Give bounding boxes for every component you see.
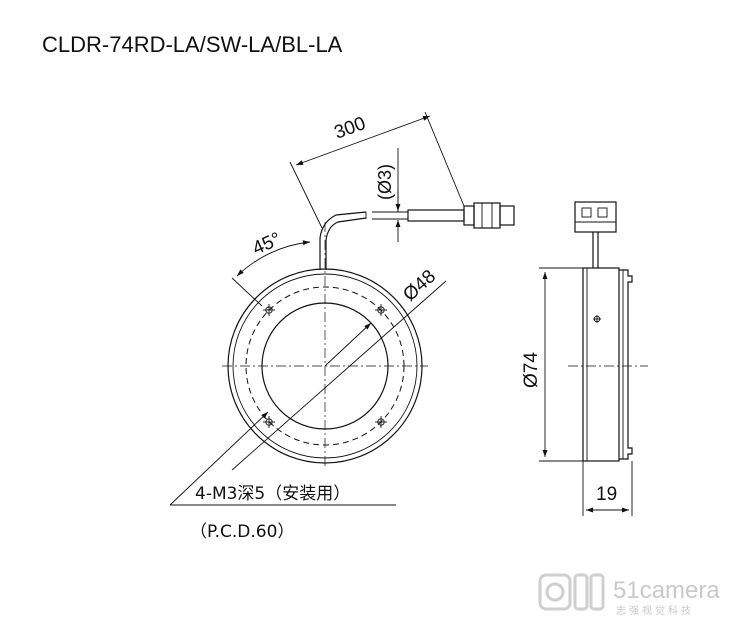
inner-diameter-label: Ø48 <box>399 266 440 306</box>
mounting-hole-note: 4-M3深5（安装用） <box>195 484 350 504</box>
angle-arc <box>236 240 311 277</box>
watermark-logo: 51camera 志强视觉科技 <box>538 573 720 617</box>
watermark-subtitle: 志强视觉科技 <box>616 604 694 617</box>
hole-leader-line <box>169 411 269 506</box>
mounting-hole <box>263 416 275 428</box>
mounting-hole <box>375 304 387 316</box>
side-screw <box>593 315 601 323</box>
side-thread <box>619 269 633 460</box>
side-connector <box>574 201 617 233</box>
cable-length-ext-right <box>424 111 465 207</box>
mounting-hole <box>375 416 387 428</box>
inner-diameter-arrow <box>324 322 372 367</box>
pcd-note: （P.C.D.60） <box>190 522 294 542</box>
cable-length-label: 300 <box>332 113 369 144</box>
cable-angle-label: 45° <box>249 229 284 260</box>
cable-length-dimension-line <box>295 115 431 166</box>
model-title: CLDR-74RD-LA/SW-LA/BL-LA <box>42 32 343 57</box>
outer-diameter-label: Ø74 <box>521 352 542 388</box>
front-view: Ø48 (Ø3) 300 <box>169 111 515 542</box>
side-body <box>582 267 620 462</box>
side-view: Ø74 19 <box>521 201 648 516</box>
thickness-label: 19 <box>596 484 617 505</box>
angle-extension <box>231 277 263 307</box>
cable-length-ext-left <box>289 161 323 229</box>
mounting-hole <box>263 304 275 316</box>
cable-diameter-label: (Ø3) <box>375 164 395 200</box>
watermark-brand: 51camera <box>613 577 720 604</box>
diameter-leader-line <box>231 280 447 471</box>
cable <box>319 209 465 270</box>
cable-connector <box>463 202 515 229</box>
